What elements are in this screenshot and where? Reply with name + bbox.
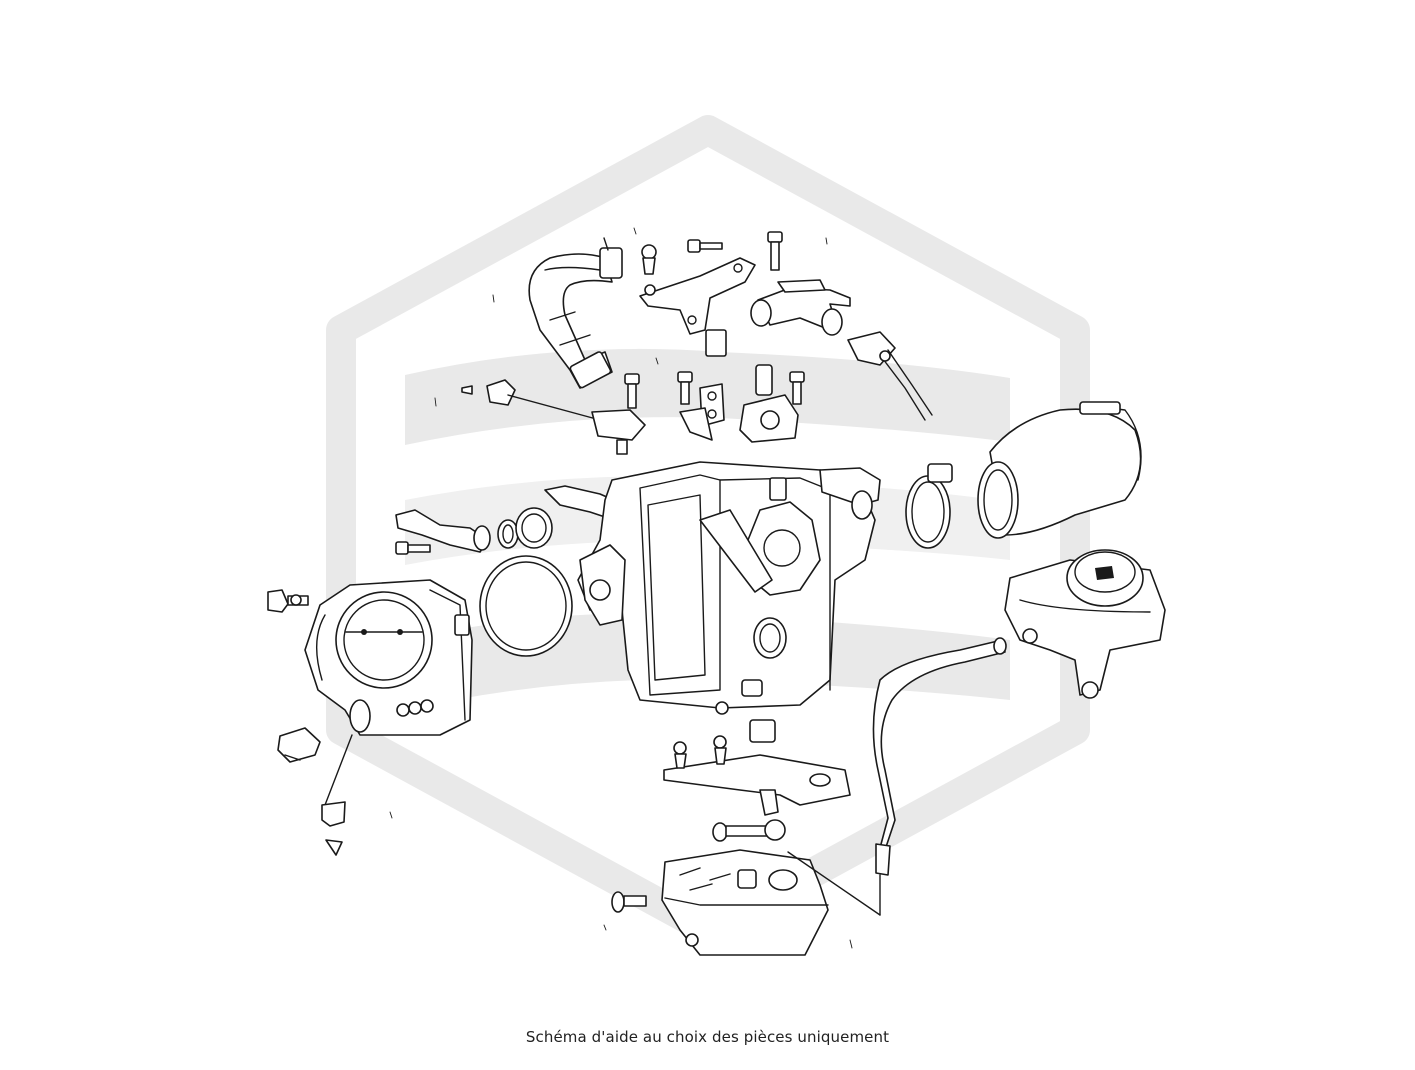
coolant-return-hose[interactable] <box>872 637 1007 876</box>
mounting-bolts-top[interactable] <box>641 231 783 275</box>
coolant-pipe-flange[interactable] <box>750 279 851 336</box>
upper-bracket[interactable] <box>639 257 756 357</box>
upper-coolant-hose[interactable] <box>528 237 623 389</box>
mounting-bolt-lower[interactable] <box>611 819 786 913</box>
thermostat-valve[interactable] <box>739 364 799 443</box>
intake-manifold[interactable] <box>577 461 881 715</box>
coolant-reservoir[interactable] <box>661 849 881 956</box>
throttle-body[interactable] <box>304 579 473 736</box>
diagram-caption: Schéma d'aide au choix des pièces unique… <box>525 1028 890 1046</box>
intake-duct[interactable] <box>905 401 1142 549</box>
wire-clip[interactable] <box>321 734 353 856</box>
breather-hose[interactable] <box>395 509 519 555</box>
expansion-tank[interactable] <box>1004 549 1166 699</box>
pressure-sensor[interactable] <box>461 379 646 455</box>
gasket-plate[interactable] <box>679 383 725 441</box>
throttle-bolt[interactable] <box>267 589 309 613</box>
reference-ticks <box>389 227 853 949</box>
throttle-gasket[interactable] <box>479 555 573 657</box>
lower-bracket[interactable] <box>663 719 851 816</box>
temperature-sensor-wiring[interactable] <box>847 331 933 421</box>
electrical-connector[interactable] <box>277 727 321 763</box>
mounting-bolts-middle[interactable] <box>624 371 805 409</box>
